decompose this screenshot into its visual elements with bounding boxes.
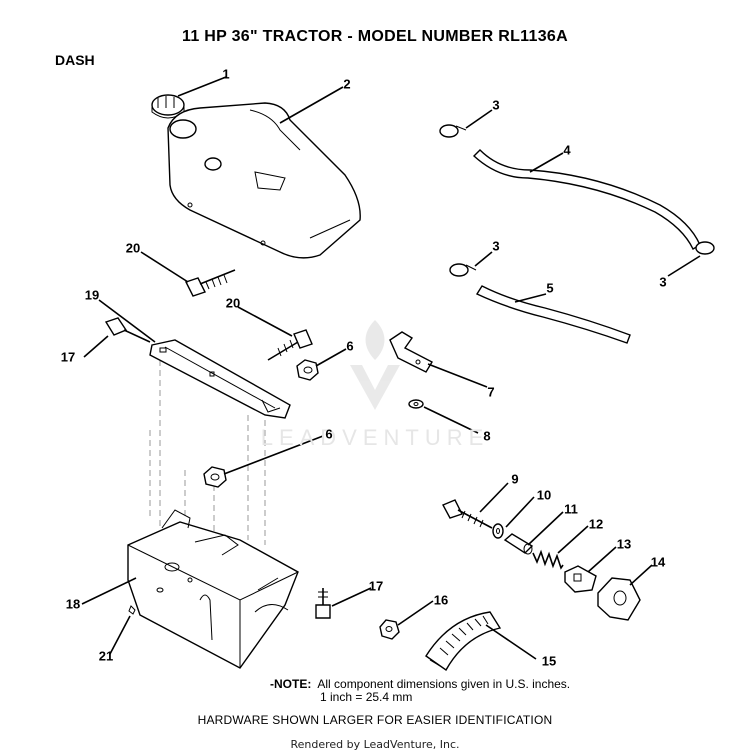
rendered-by-credit: Rendered by LeadVenture, Inc. [290,738,460,751]
throttle-plate-part [425,611,502,672]
callout-17-lower: 17 [368,578,384,594]
fuel-tank-part [167,102,361,259]
callout-6-lower: 6 [325,426,333,442]
callout-21: 21 [98,648,114,664]
callout-19: 19 [84,287,100,303]
clip-part [389,331,433,373]
nut-part-16 [379,619,400,640]
hardware-caption: HARDWARE SHOWN LARGER FOR EASIER IDENTIF… [197,713,553,727]
callout-7: 7 [487,384,495,400]
callout-20-upper: 20 [125,240,141,256]
page-title: 11 HP 36" TRACTOR - MODEL NUMBER RL1136A [182,28,568,45]
small-screw-part [128,605,136,615]
leader-lines [81,76,701,660]
callout-9: 9 [511,471,519,487]
callout-4: 4 [563,142,571,158]
callout-13: 13 [616,536,632,552]
callout-17-upper: 17 [60,349,76,365]
callout-3-middle: 3 [492,238,500,254]
dash-panel-part [127,509,299,669]
bolt-part-lower [315,588,331,619]
callout-2: 2 [343,76,351,92]
callout-15: 15 [541,653,557,669]
spring-part [532,549,564,570]
screw-part-lower [267,329,313,361]
note-line-2: 1 inch = 25.4 mm [320,690,413,704]
callout-14: 14 [650,554,666,570]
callout-16: 16 [433,592,449,608]
throttle-fitting-part [564,565,597,593]
nut-part-lower [203,466,227,488]
washer-part-8 [408,399,424,409]
watermark-text: LEADVENTURE [260,425,490,450]
callout-5: 5 [546,280,554,296]
gas-cap-part [151,94,185,119]
callout-3-top: 3 [492,97,500,113]
callout-11: 11 [564,501,578,517]
throttle-knob-part [597,577,641,621]
nut-part-upper [296,359,319,381]
dash-bracket-part [149,339,291,419]
callout-10: 10 [536,487,552,503]
note-label: -NOTE: [270,677,312,691]
hose-clamp-part-right [695,241,715,255]
watermark-logo [350,320,400,410]
callout-18: 18 [65,596,81,612]
callout-1: 1 [222,66,230,82]
washer-part-10 [492,523,504,539]
callout-3-right: 3 [659,274,667,290]
section-label: DASH [55,52,95,68]
callout-12: 12 [588,516,604,532]
bolt-part-upper [104,317,151,343]
callout-20-lower: 20 [225,295,241,311]
fuel-hose-part-short [475,285,631,344]
hose-clamp-part-top [439,124,467,138]
callout-6-upper: 6 [346,338,354,354]
callout-8: 8 [483,428,491,444]
carriage-bolt-part [442,499,493,529]
note-line-1: All component dimensions given in U.S. i… [317,677,571,691]
fuel-hose-part-long [472,149,701,250]
screw-part-upper [185,269,236,297]
dimension-note: -NOTE: All component dimensions given in… [270,678,570,704]
hose-clamp-part-middle [449,263,477,277]
